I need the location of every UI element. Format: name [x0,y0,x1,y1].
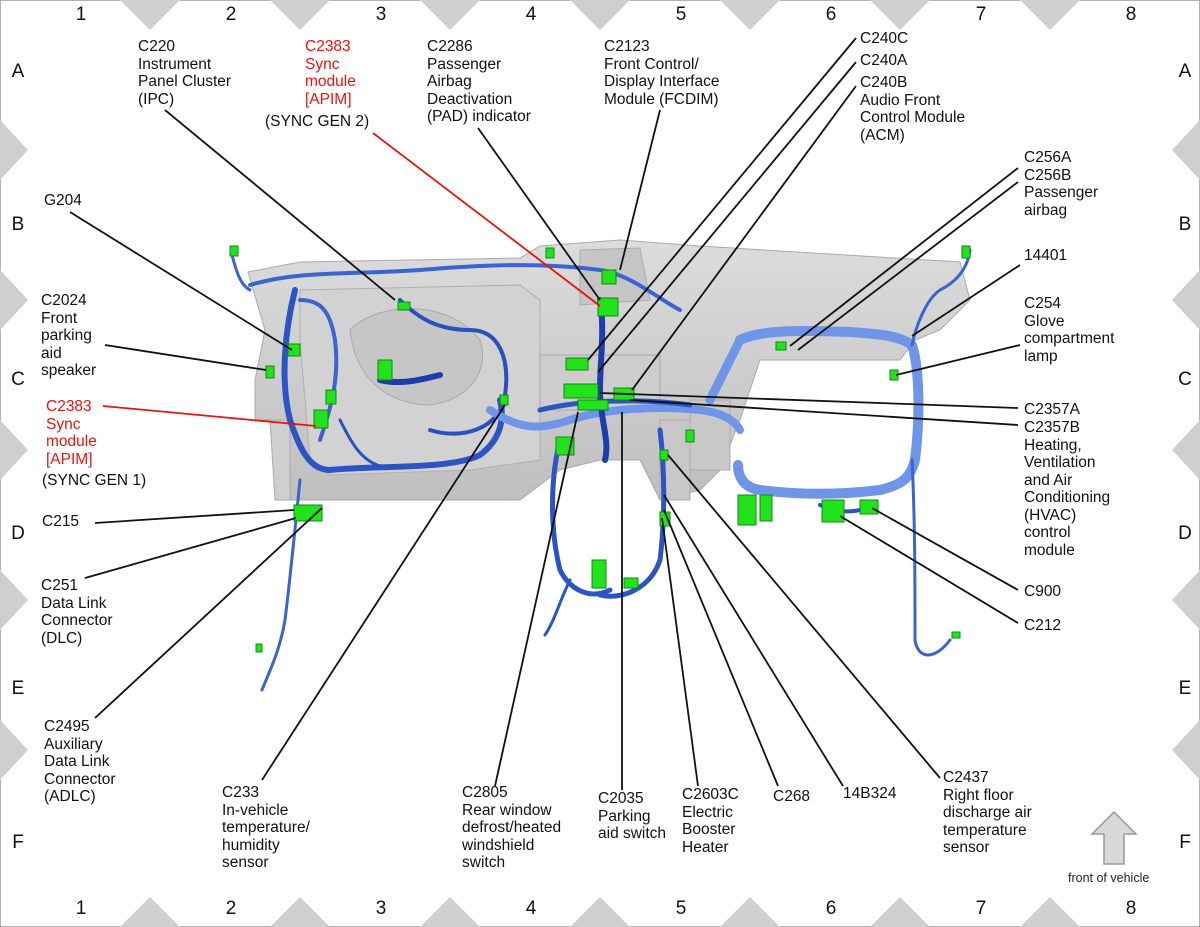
grid-col-top-5: 5 [675,4,687,25]
grid-row-left-f: F [12,832,24,853]
label-14b324: 14B324 [843,785,897,802]
label-c215: C215 [42,513,80,530]
grid-row-right-c: C [1178,369,1192,390]
label-c2437: C2437 Right floor discharge air temperat… [943,769,1032,856]
grid-col-bottom-1: 1 [75,898,87,919]
grid-row-left-b: B [11,214,25,235]
grid-col-bottom-3: 3 [375,898,387,919]
grid-col-top-1: 1 [75,4,87,25]
label-sync-gen1: (SYNC GEN 1) [42,472,147,489]
grid-col-bottom-2: 2 [225,898,237,919]
grid-col-top-7: 7 [975,4,987,25]
grid-col-top-6: 6 [825,4,837,25]
label-c2383-gen2: C2383 Sync module [APIM] [305,38,356,108]
grid-col-bottom-5: 5 [675,898,687,919]
label-sync-gen2: (SYNC GEN 2) [265,113,370,130]
label-c251: C251 Data Link Connector (DLC) [41,577,113,647]
label-c2603c: C2603C Electric Booster Heater [682,786,739,856]
label-c2286: C2286 Passenger Airbag Deactivation (PAD… [427,38,531,125]
grid-row-right-f: F [1179,832,1191,853]
label-c220: C220 Instrument Panel Cluster (IPC) [138,38,232,108]
red-leader-lines [102,132,601,427]
grid-row-right-d: D [1178,523,1192,544]
front-of-vehicle-arrow-icon [1090,810,1138,865]
label-c256ab: C256A C256B Passenger airbag [1024,149,1099,219]
grid-col-top-3: 3 [375,4,387,25]
label-c212: C212 [1024,617,1062,634]
grid-row-left-e: E [11,678,25,699]
grid-row-right-b: B [1178,214,1192,235]
connectors [229,245,971,653]
grid-col-bottom-7: 7 [975,898,987,919]
label-c2024: C2024 Front parking aid speaker [41,292,97,379]
label-c2383-gen1: C2383 Sync module [APIM] [46,398,97,468]
label-c900: C900 [1024,583,1062,600]
grid-row-left-a: A [11,61,25,82]
label-c2035: C2035 Parking aid switch [598,790,667,842]
label-c254: C254 Glove compartment lamp [1024,295,1115,365]
label-c240a: C240A [860,52,908,69]
grid-row-left-d: D [11,523,25,544]
label-c240c: C240C [860,30,909,47]
label-c268: C268 [773,788,811,805]
label-c2357b: C2357B Heating, Ventilation and Air Cond… [1024,419,1111,559]
label-c2805: C2805 Rear window defrost/heated windshi… [462,784,562,871]
wiring-harness [230,248,972,692]
label-c240b: C240B Audio Front Control Module (ACM) [860,74,966,144]
label-14401: 14401 [1024,247,1068,264]
label-g204: G204 [44,192,82,209]
grid-col-top-4: 4 [525,4,537,25]
label-c2357a: C2357A [1024,401,1081,418]
grid-col-top-8: 8 [1125,4,1137,25]
grid-row-right-a: A [1178,61,1192,82]
grid-row-left-c: C [11,369,25,390]
label-c2495: C2495 Auxiliary Data Link Connector (ADL… [44,718,116,805]
grid-col-bottom-6: 6 [825,898,837,919]
front-of-vehicle-label: front of vehicle [1068,871,1150,885]
label-c233: C233 In-vehicle temperature/ humidity se… [222,784,310,871]
grid-row-right-e: E [1178,678,1192,699]
grid-col-top-2: 2 [225,4,237,25]
label-c2123: C2123 Front Control/ Display Interface M… [604,38,720,108]
grid-col-bottom-8: 8 [1125,898,1137,919]
grid-col-bottom-4: 4 [525,898,537,919]
leader-lines [69,37,1021,790]
